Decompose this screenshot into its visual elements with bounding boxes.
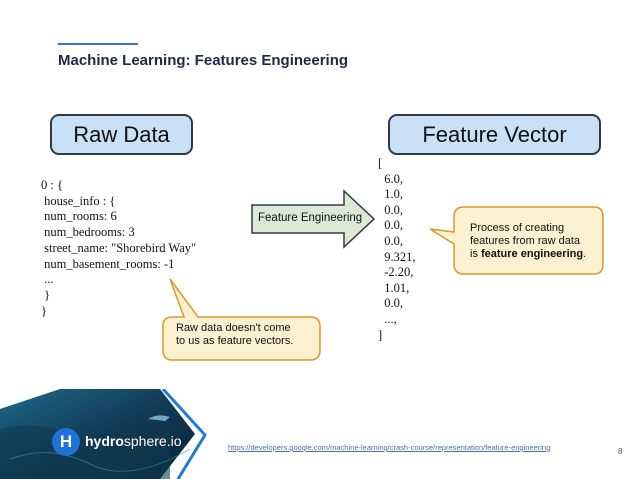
slide-title: Machine Learning: Features Engineering	[58, 52, 349, 69]
brand-name-bold: hydro	[85, 433, 124, 449]
code-line: num_rooms: 6	[41, 209, 117, 224]
raw-data-header-label: Raw Data	[73, 121, 170, 147]
vector-line: 0.0,	[378, 296, 403, 311]
raw-data-header: Raw Data	[50, 114, 193, 155]
feature-engineering-callout-text: Process of creating features from raw da…	[470, 222, 586, 261]
feature-engineering-label: Feature Engineering	[258, 212, 363, 224]
title-accent-line	[58, 43, 138, 45]
callout-line: Raw data doesn't come	[176, 322, 291, 334]
vector-line: 1.0,	[378, 187, 403, 202]
feature-vector-header-label: Feature Vector	[422, 121, 567, 147]
code-line: house_info : {	[41, 193, 116, 208]
vector-line: [	[378, 156, 383, 170]
vector-line: ]	[378, 327, 383, 342]
feature-vector-code: [ 6.0, 1.0, 0.0, 0.0, 0.0, 9.321, -2.20,…	[378, 156, 416, 343]
vector-line: ...,	[378, 311, 397, 326]
page-number: 8	[618, 447, 623, 456]
brand-badge-letter: H	[59, 432, 73, 451]
code-line: ...	[41, 272, 54, 287]
vector-line: 0.0,	[378, 218, 403, 233]
callout-line: to us as feature vectors.	[176, 335, 294, 347]
brand-name: hydrosphere.io	[85, 433, 181, 449]
raw-data-callout-text: Raw data doesn't come to us as feature v…	[176, 322, 293, 348]
code-line: 0 : {	[41, 178, 63, 192]
brand-badge: H	[52, 428, 80, 456]
code-line: }	[41, 287, 51, 302]
callout-line: is feature engineering.	[470, 248, 586, 261]
vector-line: 1.01,	[378, 280, 410, 295]
code-line: street_name: "Shorebird Way"	[41, 240, 197, 255]
raw-data-callout-bubble	[162, 278, 321, 361]
brand-backdrop	[0, 389, 207, 479]
vector-line: -2.20,	[378, 265, 414, 280]
vector-line: 0.0,	[378, 202, 403, 217]
feature-engineering-callout-bubble	[429, 206, 604, 275]
callout-emphasis: feature engineering	[481, 248, 584, 260]
raw-data-code: 0 : { house_info : { num_rooms: 6 num_be…	[41, 178, 196, 319]
feature-vector-header: Feature Vector	[388, 114, 601, 155]
feature-engineering-arrow	[251, 189, 376, 249]
callout-suffix: .	[583, 248, 587, 260]
vector-line: 0.0,	[378, 233, 403, 248]
source-link[interactable]: https://developers.google.com/machine-le…	[228, 443, 551, 452]
callout-line: Process of creating	[470, 222, 565, 234]
callout-line: features from raw data	[470, 235, 581, 247]
code-line: }	[41, 303, 47, 318]
code-line: num_basement_rooms: -1	[41, 256, 175, 271]
code-line: num_bedrooms: 3	[41, 225, 135, 240]
vector-line: 6.0,	[378, 171, 403, 186]
callout-prefix: is	[470, 248, 481, 260]
brand-logo-area	[0, 389, 210, 479]
brand-name-rest: sphere.io	[123, 433, 182, 449]
vector-line: 9.321,	[378, 249, 416, 264]
